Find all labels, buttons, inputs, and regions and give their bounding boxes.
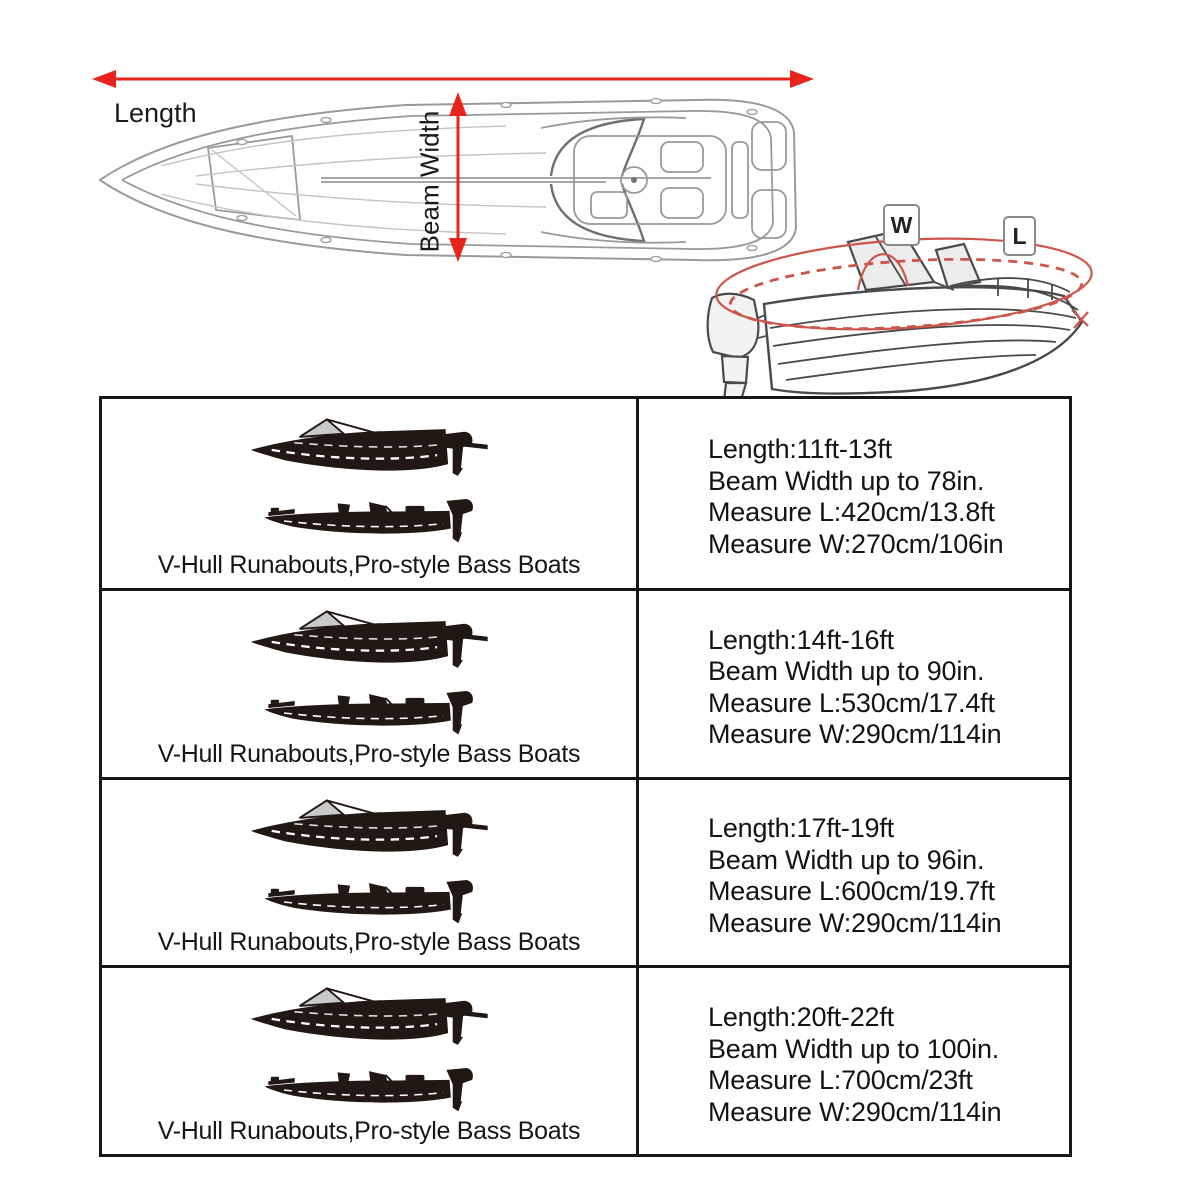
spec-measure-l: Measure L:700cm/23ft xyxy=(708,1065,973,1096)
boat-types-cell: V-Hull Runabouts,Pro-style Bass Boats xyxy=(102,591,636,777)
boat-types-caption: V-Hull Runabouts,Pro-style Bass Boats xyxy=(157,928,581,957)
length-label: Length xyxy=(114,98,197,128)
v-hull-runabout-silhouette xyxy=(249,798,489,858)
spec-beam-width: Beam Width up to 96in. xyxy=(708,844,985,875)
boat-types-cell: V-Hull Runabouts,Pro-style Bass Boats xyxy=(102,968,636,1154)
length-arrow xyxy=(92,70,814,88)
boat-types-caption: V-Hull Runabouts,Pro-style Bass Boats xyxy=(157,550,581,579)
v-hull-runabout-silhouette xyxy=(249,987,489,1047)
spec-length: Length:20ft-22ft xyxy=(708,1002,894,1033)
cover-length-label: L xyxy=(1012,222,1027,249)
spec-beam-width: Beam Width up to 78in. xyxy=(708,465,985,496)
spec-measure-w: Measure W:270cm/106in xyxy=(708,528,1004,559)
cover-length-marker: L xyxy=(1003,216,1036,256)
boat-types-cell: V-Hull Runabouts,Pro-style Bass Boats xyxy=(102,780,636,966)
cover-width-marker: W xyxy=(883,204,920,246)
spec-measure-l: Measure L:420cm/13.8ft xyxy=(708,497,995,528)
size-table: V-Hull Runabouts,Pro-style Bass Boats Le… xyxy=(99,396,1072,1157)
size-specs-cell: Length:11ft-13ft Beam Width up to 78in. … xyxy=(636,399,1069,588)
table-row: V-Hull Runabouts,Pro-style Bass Boats Le… xyxy=(102,776,1069,966)
table-row: V-Hull Runabouts,Pro-style Bass Boats Le… xyxy=(102,399,1069,588)
spec-length: Length:17ft-19ft xyxy=(708,813,894,844)
bass-boat-silhouette xyxy=(263,878,474,924)
bass-boat-silhouette xyxy=(263,498,474,544)
spec-length: Length:14ft-16ft xyxy=(708,624,894,655)
boat-types-cell: V-Hull Runabouts,Pro-style Bass Boats xyxy=(102,399,636,588)
spec-measure-w: Measure W:290cm/114in xyxy=(708,1096,1002,1127)
v-hull-runabout-silhouette xyxy=(249,610,489,669)
spec-beam-width: Beam Width up to 100in. xyxy=(708,1033,1000,1064)
size-specs-cell: Length:17ft-19ft Beam Width up to 96in. … xyxy=(636,779,1069,966)
spec-measure-w: Measure W:290cm/114in xyxy=(708,719,1002,750)
spec-measure-l: Measure L:530cm/17.4ft xyxy=(708,687,995,718)
cover-width-label: W xyxy=(890,211,913,238)
spec-beam-width: Beam Width up to 90in. xyxy=(708,656,985,687)
bass-boat-silhouette xyxy=(263,689,474,736)
beam-width-label: Beam Width xyxy=(414,110,445,253)
size-specs-cell: Length:20ft-22ft Beam Width up to 100in.… xyxy=(636,968,1069,1154)
table-row: V-Hull Runabouts,Pro-style Bass Boats Le… xyxy=(102,965,1069,1154)
table-row: V-Hull Runabouts,Pro-style Bass Boats Le… xyxy=(102,587,1069,777)
spec-length: Length:11ft-13ft xyxy=(708,434,892,465)
boat-top-view-drawing xyxy=(98,97,798,263)
bass-boat-silhouette xyxy=(263,1067,474,1113)
spec-measure-w: Measure W:290cm/114in xyxy=(708,907,1002,938)
size-specs-cell: Length:14ft-16ft Beam Width up to 90in. … xyxy=(636,590,1069,777)
beam-width-arrow xyxy=(449,92,467,262)
boat-types-caption: V-Hull Runabouts,Pro-style Bass Boats xyxy=(157,1117,581,1145)
v-hull-runabout-silhouette xyxy=(249,418,489,477)
spec-measure-l: Measure L:600cm/19.7ft xyxy=(708,876,995,907)
boat-types-caption: V-Hull Runabouts,Pro-style Bass Boats xyxy=(157,739,581,768)
